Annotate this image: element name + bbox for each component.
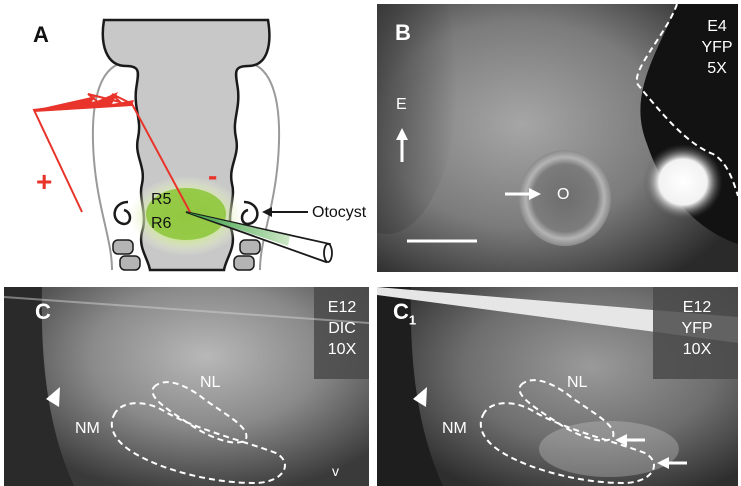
hindbrain-diagram bbox=[32, 18, 333, 272]
arrowhead-marker bbox=[46, 387, 60, 407]
magnification-label: 10X bbox=[327, 341, 357, 358]
panel-c1-letter-main: C bbox=[393, 299, 409, 324]
somite-left-2 bbox=[119, 255, 141, 271]
panel-c-letter: C bbox=[35, 299, 51, 324]
panel-c: C E12 DIC 10X NL NM v bbox=[4, 287, 369, 486]
pipette-end bbox=[323, 243, 333, 263]
r6-label: R6 bbox=[151, 215, 172, 232]
panel-c1-tag: E12 YFP 10X bbox=[657, 297, 737, 360]
o-arrowhead bbox=[529, 188, 541, 200]
channel-label: YFP bbox=[681, 320, 713, 337]
somite-left-1 bbox=[112, 239, 134, 255]
panel-b-micrograph bbox=[377, 4, 738, 272]
panel-c-micrograph bbox=[4, 287, 369, 486]
panel-a-letter: A bbox=[33, 22, 49, 47]
fluorescent-spot bbox=[643, 144, 723, 220]
somite-right-1 bbox=[239, 239, 261, 255]
otocyst-left-icon bbox=[113, 200, 132, 226]
r5-label: R5 bbox=[151, 191, 172, 208]
channel-label: DIC bbox=[328, 320, 356, 337]
dye-core bbox=[146, 188, 226, 240]
panel-c1-letter-sub: 1 bbox=[408, 312, 417, 328]
nl-arrowhead bbox=[615, 434, 627, 446]
electrode-zigzag bbox=[34, 92, 134, 112]
magnification-label: 10X bbox=[682, 341, 712, 358]
nm-label: NM bbox=[442, 420, 467, 437]
otocyst-oval bbox=[519, 150, 611, 246]
otocyst-right-icon bbox=[240, 200, 259, 226]
nm-outline bbox=[110, 402, 286, 485]
panel-c1-letter: C1 bbox=[393, 301, 416, 331]
nl-outline bbox=[151, 381, 248, 444]
stage-label: E4 bbox=[707, 18, 727, 35]
nl-label: NL bbox=[567, 374, 588, 391]
nm-label: NM bbox=[75, 420, 100, 437]
tissue-boundary bbox=[635, 4, 738, 197]
panel-b: B E4 YFP 5X E O bbox=[377, 4, 738, 272]
electrode-plus-label: + bbox=[36, 166, 53, 197]
outer-outline-left bbox=[91, 61, 131, 271]
outer-outline-right bbox=[241, 61, 281, 271]
panel-c1: C1 E12 YFP 10X NL NM bbox=[377, 287, 738, 486]
electrode-minus-label: - bbox=[208, 160, 218, 191]
panel-a: A + - R5 R6 Otocyst bbox=[0, 0, 372, 280]
stage-label: E12 bbox=[327, 299, 357, 316]
panel-c-tag: E12 DIC 10X bbox=[318, 297, 366, 360]
arrowhead-marker bbox=[413, 387, 427, 407]
v-label: v bbox=[332, 463, 339, 479]
nm-outline bbox=[479, 402, 655, 485]
panel-c1-micrograph bbox=[377, 287, 738, 486]
magnification-label: 5X bbox=[707, 60, 727, 77]
e-arrowhead bbox=[396, 128, 408, 140]
panel-b-tag: E4 YFP 5X bbox=[699, 16, 735, 79]
panel-b-letter: B bbox=[395, 20, 411, 45]
electrode-minus bbox=[131, 103, 191, 213]
channel-label: YFP bbox=[701, 39, 733, 56]
nl-outline bbox=[518, 379, 615, 442]
otocyst-arrowhead bbox=[262, 207, 272, 217]
o-label: O bbox=[557, 186, 570, 203]
pipette-dye bbox=[186, 212, 290, 246]
stage-label: E12 bbox=[682, 299, 712, 316]
pipette-shadow bbox=[377, 287, 738, 343]
otocyst-label: Otocyst bbox=[312, 204, 367, 221]
nl-label: NL bbox=[200, 374, 221, 391]
e-label: E bbox=[396, 96, 407, 113]
nm-arrowhead bbox=[657, 457, 669, 469]
somite-right-2 bbox=[233, 255, 255, 271]
